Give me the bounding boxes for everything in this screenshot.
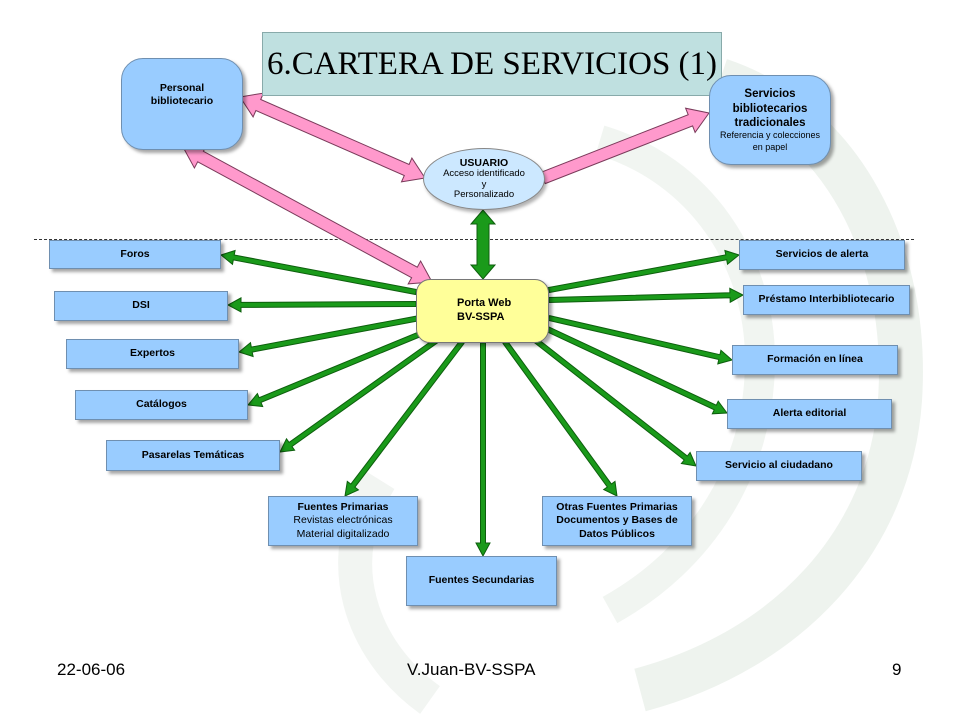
personal-line-2: bibliotecario	[150, 95, 214, 107]
service-prestamo: Préstamo Interbibliotecario	[743, 285, 910, 315]
fuentes-primarias-head: Fuentes Primarias	[297, 501, 389, 514]
portal-line-2: BV-SSPA	[457, 311, 505, 323]
arrow-fuentes-primarias	[344, 339, 465, 497]
arrow-usuario-personal	[239, 92, 426, 183]
arrow-catalogos	[247, 327, 432, 408]
prestamo-label: Préstamo Interbibliotecario	[758, 293, 895, 306]
usuario-line-1: Acceso identificado	[443, 167, 525, 179]
usuario-line-2: y	[481, 178, 487, 190]
expertos-label: Expertos	[130, 347, 175, 360]
alerta-editorial-label: Alerta editorial	[772, 407, 847, 420]
fuentes-secundarias-label: Fuentes Secundarias	[428, 574, 535, 587]
arrow-otras-fuentes	[502, 339, 618, 497]
tradicionales-sub-2: en papel	[752, 141, 788, 152]
tradicionales-line-3: tradicionales	[734, 116, 806, 129]
arrow-alerta-editorial	[543, 325, 728, 415]
pasarelas-label: Pasarelas Temáticas	[141, 448, 245, 461]
green-arrows	[219, 209, 745, 558]
tradicionales-sub-1: Referencia y colecciones	[719, 130, 821, 141]
arrow-expertos	[237, 314, 422, 358]
otras-fuentes-line-2: Documentos y Bases de	[556, 514, 678, 527]
arrow-fuentes-secundarias	[475, 342, 491, 558]
service-ciudadano: Servicio al ciudadano	[696, 451, 862, 481]
service-alerta-editorial: Alerta editorial	[727, 399, 892, 429]
arrow-usuario-tradicionales	[540, 107, 710, 185]
fuentes-primarias-box: Fuentes Primarias Revistas electrónicas …	[268, 496, 418, 546]
fuentes-primarias-line-1: Revistas electrónicas	[293, 514, 393, 527]
otras-fuentes-box: Otras Fuentes Primarias Documentos y Bas…	[542, 496, 692, 546]
arrow-dsi	[226, 297, 417, 313]
arrow-ciudadano	[527, 333, 697, 467]
service-expertos: Expertos	[66, 339, 239, 369]
service-alerta: Servicios de alerta	[739, 240, 905, 270]
porta-web-box: Porta Web BV-SSPA	[416, 279, 549, 343]
arrow-pasarelas	[279, 335, 443, 453]
otras-fuentes-line-1: Otras Fuentes Primarias	[556, 501, 678, 514]
personal-line-1: Personal	[159, 81, 205, 94]
ciudadano-label: Servicio al ciudadano	[725, 459, 833, 472]
usuario-head: USUARIO	[459, 156, 509, 169]
tradicionales-line-2: bibliotecarios	[732, 102, 808, 115]
foros-label: Foros	[120, 247, 150, 260]
service-pasarelas: Pasarelas Temáticas	[106, 440, 280, 471]
usuario-line-3: Personalizado	[453, 189, 515, 201]
arrow-usuario-portal	[469, 209, 497, 280]
dsi-label: DSI	[132, 299, 150, 312]
footer-date: 22-06-06	[57, 660, 126, 679]
portal-line-1: Porta Web	[457, 297, 512, 310]
personal-bibliotecario-box: Personal bibliotecario	[121, 58, 243, 150]
fuentes-secundarias-box: Fuentes Secundarias	[406, 556, 557, 606]
servicios-tradicionales-box: Servicios bibliotecarios tradicionales R…	[709, 75, 831, 165]
service-catalogos: Catálogos	[75, 390, 248, 420]
tradicionales-line-1: Servicios	[744, 88, 796, 101]
usuario-ellipse: USUARIO Acceso identificado y Personaliz…	[423, 148, 545, 210]
alerta-label: Servicios de alerta	[775, 248, 869, 261]
footer-author: V.Juan-BV-SSPA	[407, 660, 536, 679]
arrow-alerta	[547, 249, 741, 294]
arrow-prestamo	[548, 287, 745, 304]
service-dsi: DSI	[54, 291, 228, 321]
slide-title: 6.CARTERA DE SERVICIOS (1)	[262, 32, 722, 96]
fuentes-primarias-line-2: Material digitalizado	[296, 527, 390, 540]
service-formacion: Formación en línea	[732, 345, 898, 375]
formacion-label: Formación en línea	[767, 353, 863, 366]
otras-fuentes-line-3: Datos Públicos	[579, 527, 655, 540]
pink-arrows	[182, 92, 710, 285]
catalogos-label: Catálogos	[136, 398, 187, 411]
footer-page: 9	[892, 660, 902, 679]
separator-line	[34, 239, 914, 240]
service-foros: Foros	[49, 240, 221, 269]
arrow-foros	[219, 249, 418, 296]
arrow-formacion	[547, 315, 734, 365]
